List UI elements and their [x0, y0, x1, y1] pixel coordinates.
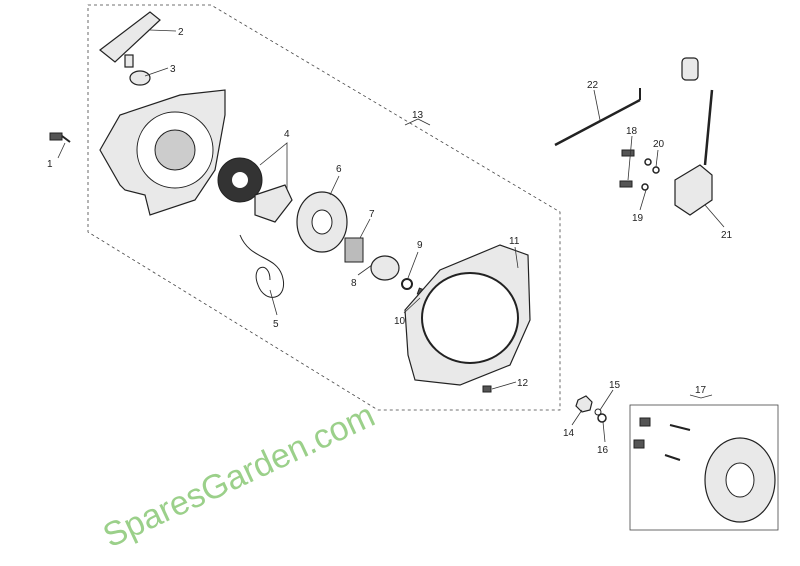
callout-16: 16 — [597, 445, 609, 456]
spring-cover — [254, 184, 293, 223]
assembly-13-boundary — [87, 4, 561, 411]
leader-lines — [57, 29, 725, 443]
callout-11: 11 — [509, 236, 520, 247]
callout-5: 5 — [273, 319, 279, 330]
pulley — [296, 191, 348, 253]
callout-13: 13 — [412, 110, 424, 121]
callout-20: 20 — [653, 139, 665, 150]
callout-10: 10 — [394, 316, 406, 327]
callout-3: 3 — [170, 64, 176, 75]
callout-4: 4 — [284, 129, 290, 140]
washers-19-20 — [641, 158, 660, 191]
callout-8: 8 — [351, 278, 357, 289]
recoil-spring — [217, 157, 263, 203]
callout-14: 14 — [563, 428, 575, 439]
starter-handle — [99, 11, 161, 68]
callout-17: 17 — [695, 385, 707, 396]
throttle-rod-22 — [554, 88, 641, 147]
cap — [129, 70, 151, 86]
callout-15: 15 — [609, 380, 621, 391]
washer-16 — [594, 408, 607, 423]
gasket-plate-11 — [404, 244, 531, 386]
nut-14 — [575, 395, 593, 413]
screws-18 — [619, 149, 635, 188]
callout-9: 9 — [417, 240, 423, 251]
callout-21: 21 — [721, 230, 733, 241]
starter-housing — [99, 89, 226, 216]
pawl-8 — [370, 255, 400, 281]
flywheel-17 — [633, 417, 776, 523]
callout-6: 6 — [336, 164, 342, 175]
callout-12: 12 — [517, 378, 529, 389]
callout-19: 19 — [632, 213, 644, 224]
callout-22: 22 — [587, 80, 599, 91]
spring-7 — [344, 237, 364, 263]
ignition-coil-21 — [674, 57, 714, 216]
washer-9 — [401, 278, 413, 290]
callout-2: 2 — [178, 27, 184, 38]
callout-7: 7 — [369, 209, 375, 220]
callout-18: 18 — [626, 126, 638, 137]
assembly-17-boundary — [629, 404, 779, 531]
callout-1: 1 — [47, 159, 53, 170]
screw-12 — [482, 385, 492, 393]
rope — [239, 234, 285, 298]
watermark: SparesGarden.com — [97, 396, 380, 555]
screw-1 — [49, 132, 71, 143]
